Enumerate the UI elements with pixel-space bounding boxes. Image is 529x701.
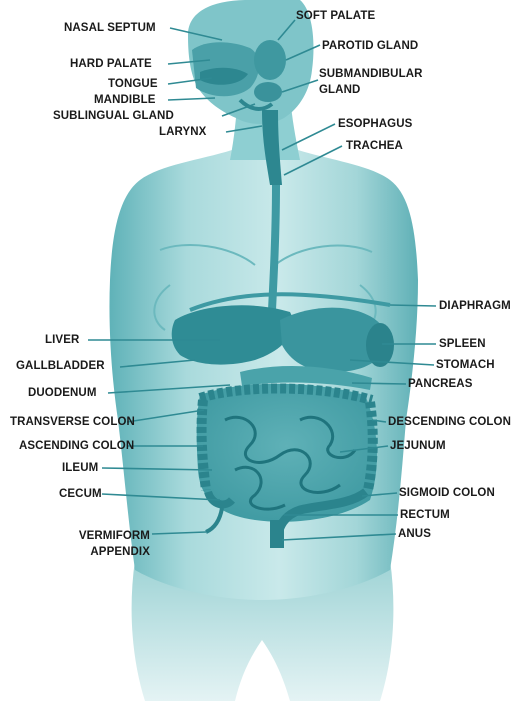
label-nasal-septum: NASAL SEPTUM [64, 22, 156, 35]
label-diaphragm: DIAPHRAGM [439, 300, 511, 313]
label-cecum: CECUM [59, 488, 102, 501]
label-liver: LIVER [45, 334, 79, 347]
label-descending-colon: DESCENDING COLON [388, 416, 511, 429]
label-vermiform-appendix-line1: VERMIFORM [70, 530, 150, 543]
label-sigmoid-colon: SIGMOID COLON [399, 487, 495, 500]
label-anus: ANUS [398, 528, 431, 541]
label-larynx: LARYNX [159, 126, 206, 139]
label-spleen: SPLEEN [439, 338, 486, 351]
label-parotid-gland: PAROTID GLAND [322, 40, 418, 53]
label-trachea: TRACHEA [346, 140, 403, 153]
label-tongue: TONGUE [108, 78, 158, 91]
label-esophagus: ESOPHAGUS [338, 118, 412, 131]
label-jejunum: JEJUNUM [390, 440, 446, 453]
label-soft-palate: SOFT PALATE [296, 10, 375, 23]
label-rectum: RECTUM [400, 509, 450, 522]
label-vermiform-appendix-line2: APPENDIX [70, 546, 150, 559]
label-pancreas: PANCREAS [408, 378, 472, 391]
label-submandibular-gland-line1: SUBMANDIBULAR [319, 68, 423, 81]
label-gallbladder: GALLBLADDER [16, 360, 105, 373]
label-hard-palate: HARD PALATE [70, 58, 152, 71]
label-mandible: MANDIBLE [94, 94, 156, 107]
label-transverse-colon: TRANSVERSE COLON [10, 416, 135, 429]
label-ileum: ILEUM [62, 462, 98, 475]
label-ascending-colon: ASCENDING COLON [19, 440, 134, 453]
label-submandibular-gland-line2: GLAND [319, 84, 360, 97]
label-sublingual-gland: SUBLINGUAL GLAND [53, 110, 174, 123]
label-duodenum: DUODENUM [28, 387, 97, 400]
label-stomach: STOMACH [436, 359, 495, 372]
